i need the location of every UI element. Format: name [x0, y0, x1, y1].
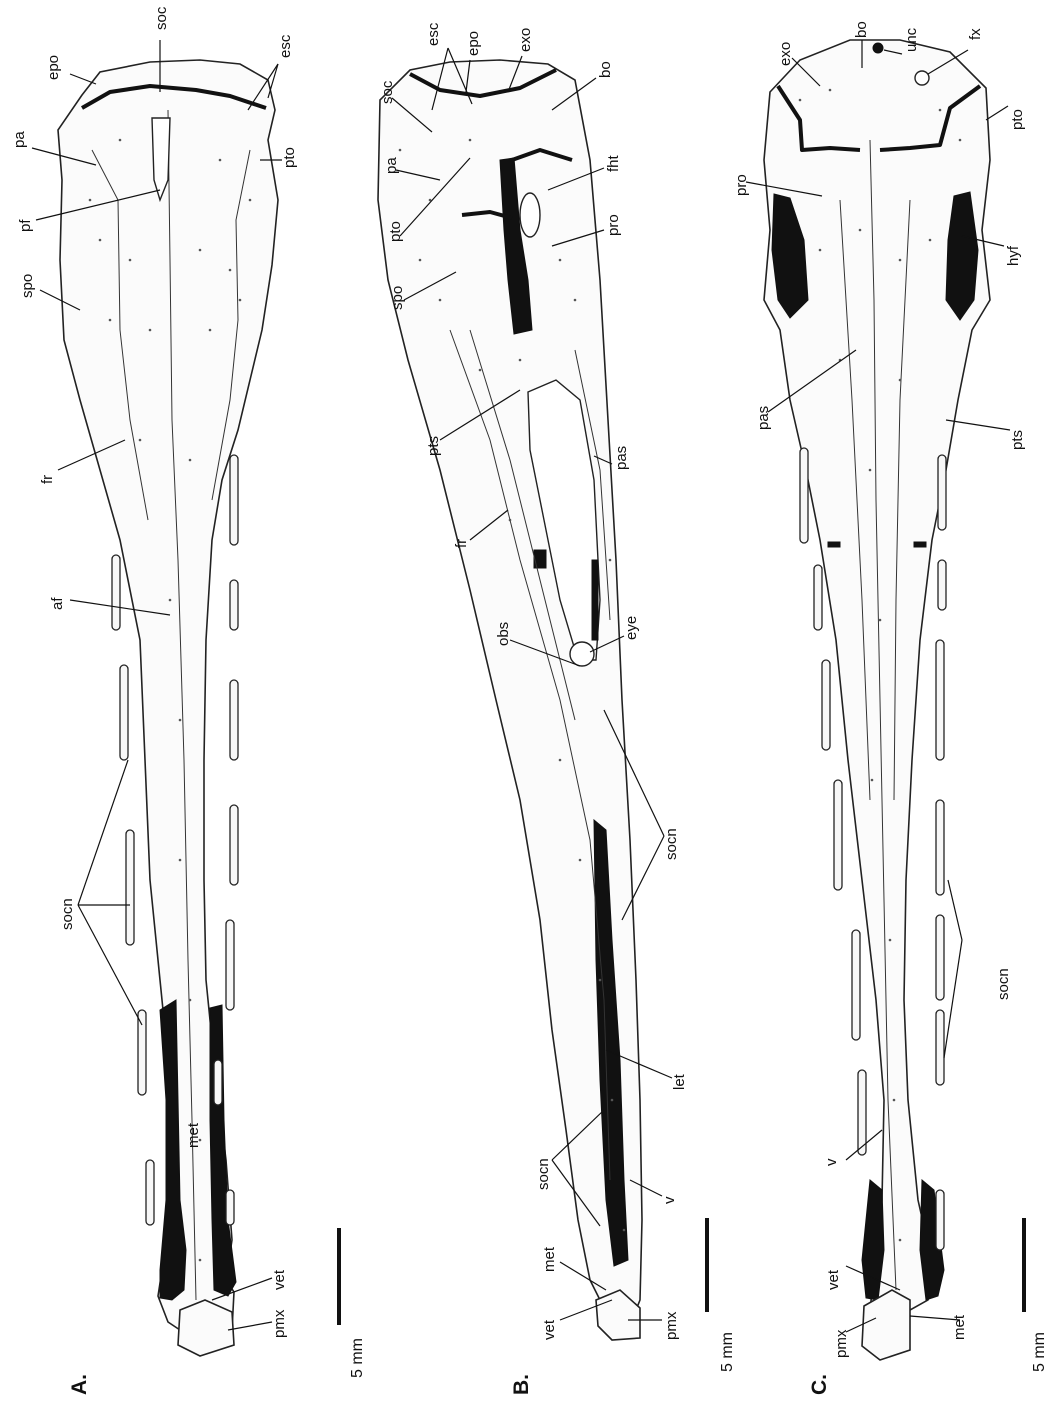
- label-c-pto: pto: [1009, 109, 1026, 130]
- panel-c-mark-left: [828, 542, 840, 547]
- panel-c-premaxilla: [862, 1290, 910, 1360]
- panel-a-canal: [226, 920, 234, 1010]
- label-a-pmx: pmx: [271, 1309, 288, 1338]
- label-c-pts: pts: [1009, 430, 1026, 450]
- label-a-af: af: [49, 597, 66, 610]
- panel-a-canal: [214, 1060, 222, 1105]
- panel-b-fossa: [520, 193, 540, 237]
- panel-c-canal: [936, 800, 944, 895]
- panel-c-canal: [822, 660, 830, 750]
- panel-c-scale-label: 5 mm: [1031, 1332, 1048, 1372]
- label-b-vet: vet: [541, 1319, 558, 1340]
- label-b-pto: pto: [387, 221, 404, 242]
- panel-c-canal: [852, 930, 860, 1040]
- label-b-met: met: [541, 1246, 558, 1272]
- label-a-spo: spo: [19, 274, 36, 298]
- label-b-socn: socn: [663, 828, 680, 860]
- panel-c-label: C.: [808, 1374, 831, 1395]
- label-a-socn: socn: [59, 898, 76, 930]
- label-c-pro: pro: [733, 174, 750, 196]
- label-b-bo: bo: [597, 61, 614, 78]
- panel-c: bo unc exo fx pto pro hyf pas pts socn v…: [733, 21, 1048, 1395]
- label-a-epo: epo: [45, 55, 62, 80]
- panel-a-canal: [230, 455, 238, 545]
- label-a-fr: fr: [39, 475, 56, 484]
- label-c-vet: vet: [825, 1269, 842, 1290]
- label-c-hyf: hyf: [1005, 245, 1022, 266]
- panel-c-canal: [814, 565, 822, 630]
- panel-c-canal: [834, 780, 842, 890]
- panel-c-fx-foramen: [915, 71, 929, 85]
- label-b-fr: fr: [453, 539, 470, 548]
- label-b-pts: pts: [425, 436, 442, 456]
- label-a-soc: soc: [153, 6, 170, 30]
- label-b-let: let: [671, 1073, 688, 1090]
- label-b-pmx: pmx: [663, 1311, 680, 1340]
- panel-c-canal: [858, 1070, 866, 1155]
- panel-c-unc-marker: [873, 43, 883, 53]
- panel-b-dark-mark: [534, 550, 546, 568]
- label-c-fx: fx: [967, 28, 984, 40]
- panel-b-label: B.: [510, 1374, 533, 1395]
- label-b-epo: epo: [465, 31, 482, 56]
- label-b-soc: soc: [379, 80, 396, 104]
- panel-a-canal: [146, 1160, 154, 1225]
- panel-b-eye: [570, 642, 594, 666]
- panel-a-canal: [230, 580, 238, 630]
- panel-a-canal: [138, 1010, 146, 1095]
- label-b-esc: esc: [425, 22, 442, 46]
- panel-a-canal: [120, 665, 128, 760]
- label-c-unc: unc: [903, 27, 920, 52]
- label-b-pro: pro: [605, 214, 622, 236]
- label-b-fht: fht: [605, 154, 622, 172]
- panel-c-canal: [938, 455, 946, 530]
- panel-c-canal: [936, 915, 944, 1000]
- panel-c-canal: [938, 560, 946, 610]
- panel-a-label: A.: [68, 1374, 91, 1395]
- label-b-exo: exo: [517, 28, 534, 52]
- label-a-esc: esc: [277, 34, 294, 58]
- panel-a-canal: [230, 680, 238, 760]
- panel-a: epo soc esc pa pto pf spo fr af socn met…: [11, 6, 366, 1395]
- label-c-exo: exo: [777, 42, 794, 66]
- panel-a-scale-label: 5 mm: [349, 1338, 366, 1378]
- label-c-socn: socn: [995, 968, 1012, 1000]
- panel-b-dark-slit: [592, 560, 598, 640]
- label-b-eye: eye: [623, 616, 640, 640]
- panel-b-scale-label: 5 mm: [719, 1332, 736, 1372]
- panel-a-canal: [126, 830, 134, 945]
- panel-a-canal: [112, 555, 120, 630]
- label-b-pa: pa: [383, 157, 400, 174]
- label-a-met: met: [185, 1122, 202, 1148]
- label-a-pf: pf: [17, 219, 34, 232]
- label-b-spo: spo: [389, 286, 406, 310]
- panel-b: esc epo exo bo soc pa fht pto pro spo pt…: [378, 22, 736, 1395]
- label-b-socn-2: socn: [535, 1158, 552, 1190]
- label-c-v: v: [823, 1158, 840, 1166]
- label-a-vet: vet: [271, 1269, 288, 1290]
- label-c-met: met: [951, 1314, 968, 1340]
- label-c-pmx: pmx: [833, 1329, 850, 1358]
- label-a-pto: pto: [281, 147, 298, 168]
- label-b-obs: obs: [495, 622, 512, 646]
- panel-a-canal: [226, 1190, 234, 1225]
- panel-c-canal: [936, 1010, 944, 1085]
- label-c-bo: bo: [853, 21, 870, 38]
- panel-a-canal: [230, 805, 238, 885]
- label-c-pas: pas: [755, 406, 772, 430]
- panel-c-canal: [800, 448, 808, 543]
- panel-c-canal: [936, 1190, 944, 1250]
- panel-a-dark-band-right: [210, 1005, 236, 1296]
- label-a-pa: pa: [11, 131, 28, 148]
- panel-c-canal: [936, 640, 944, 760]
- panel-a-premaxilla: [178, 1300, 234, 1356]
- label-b-pas: pas: [613, 446, 630, 470]
- panel-c-mark-right: [914, 542, 926, 547]
- label-b-v: v: [661, 1196, 678, 1204]
